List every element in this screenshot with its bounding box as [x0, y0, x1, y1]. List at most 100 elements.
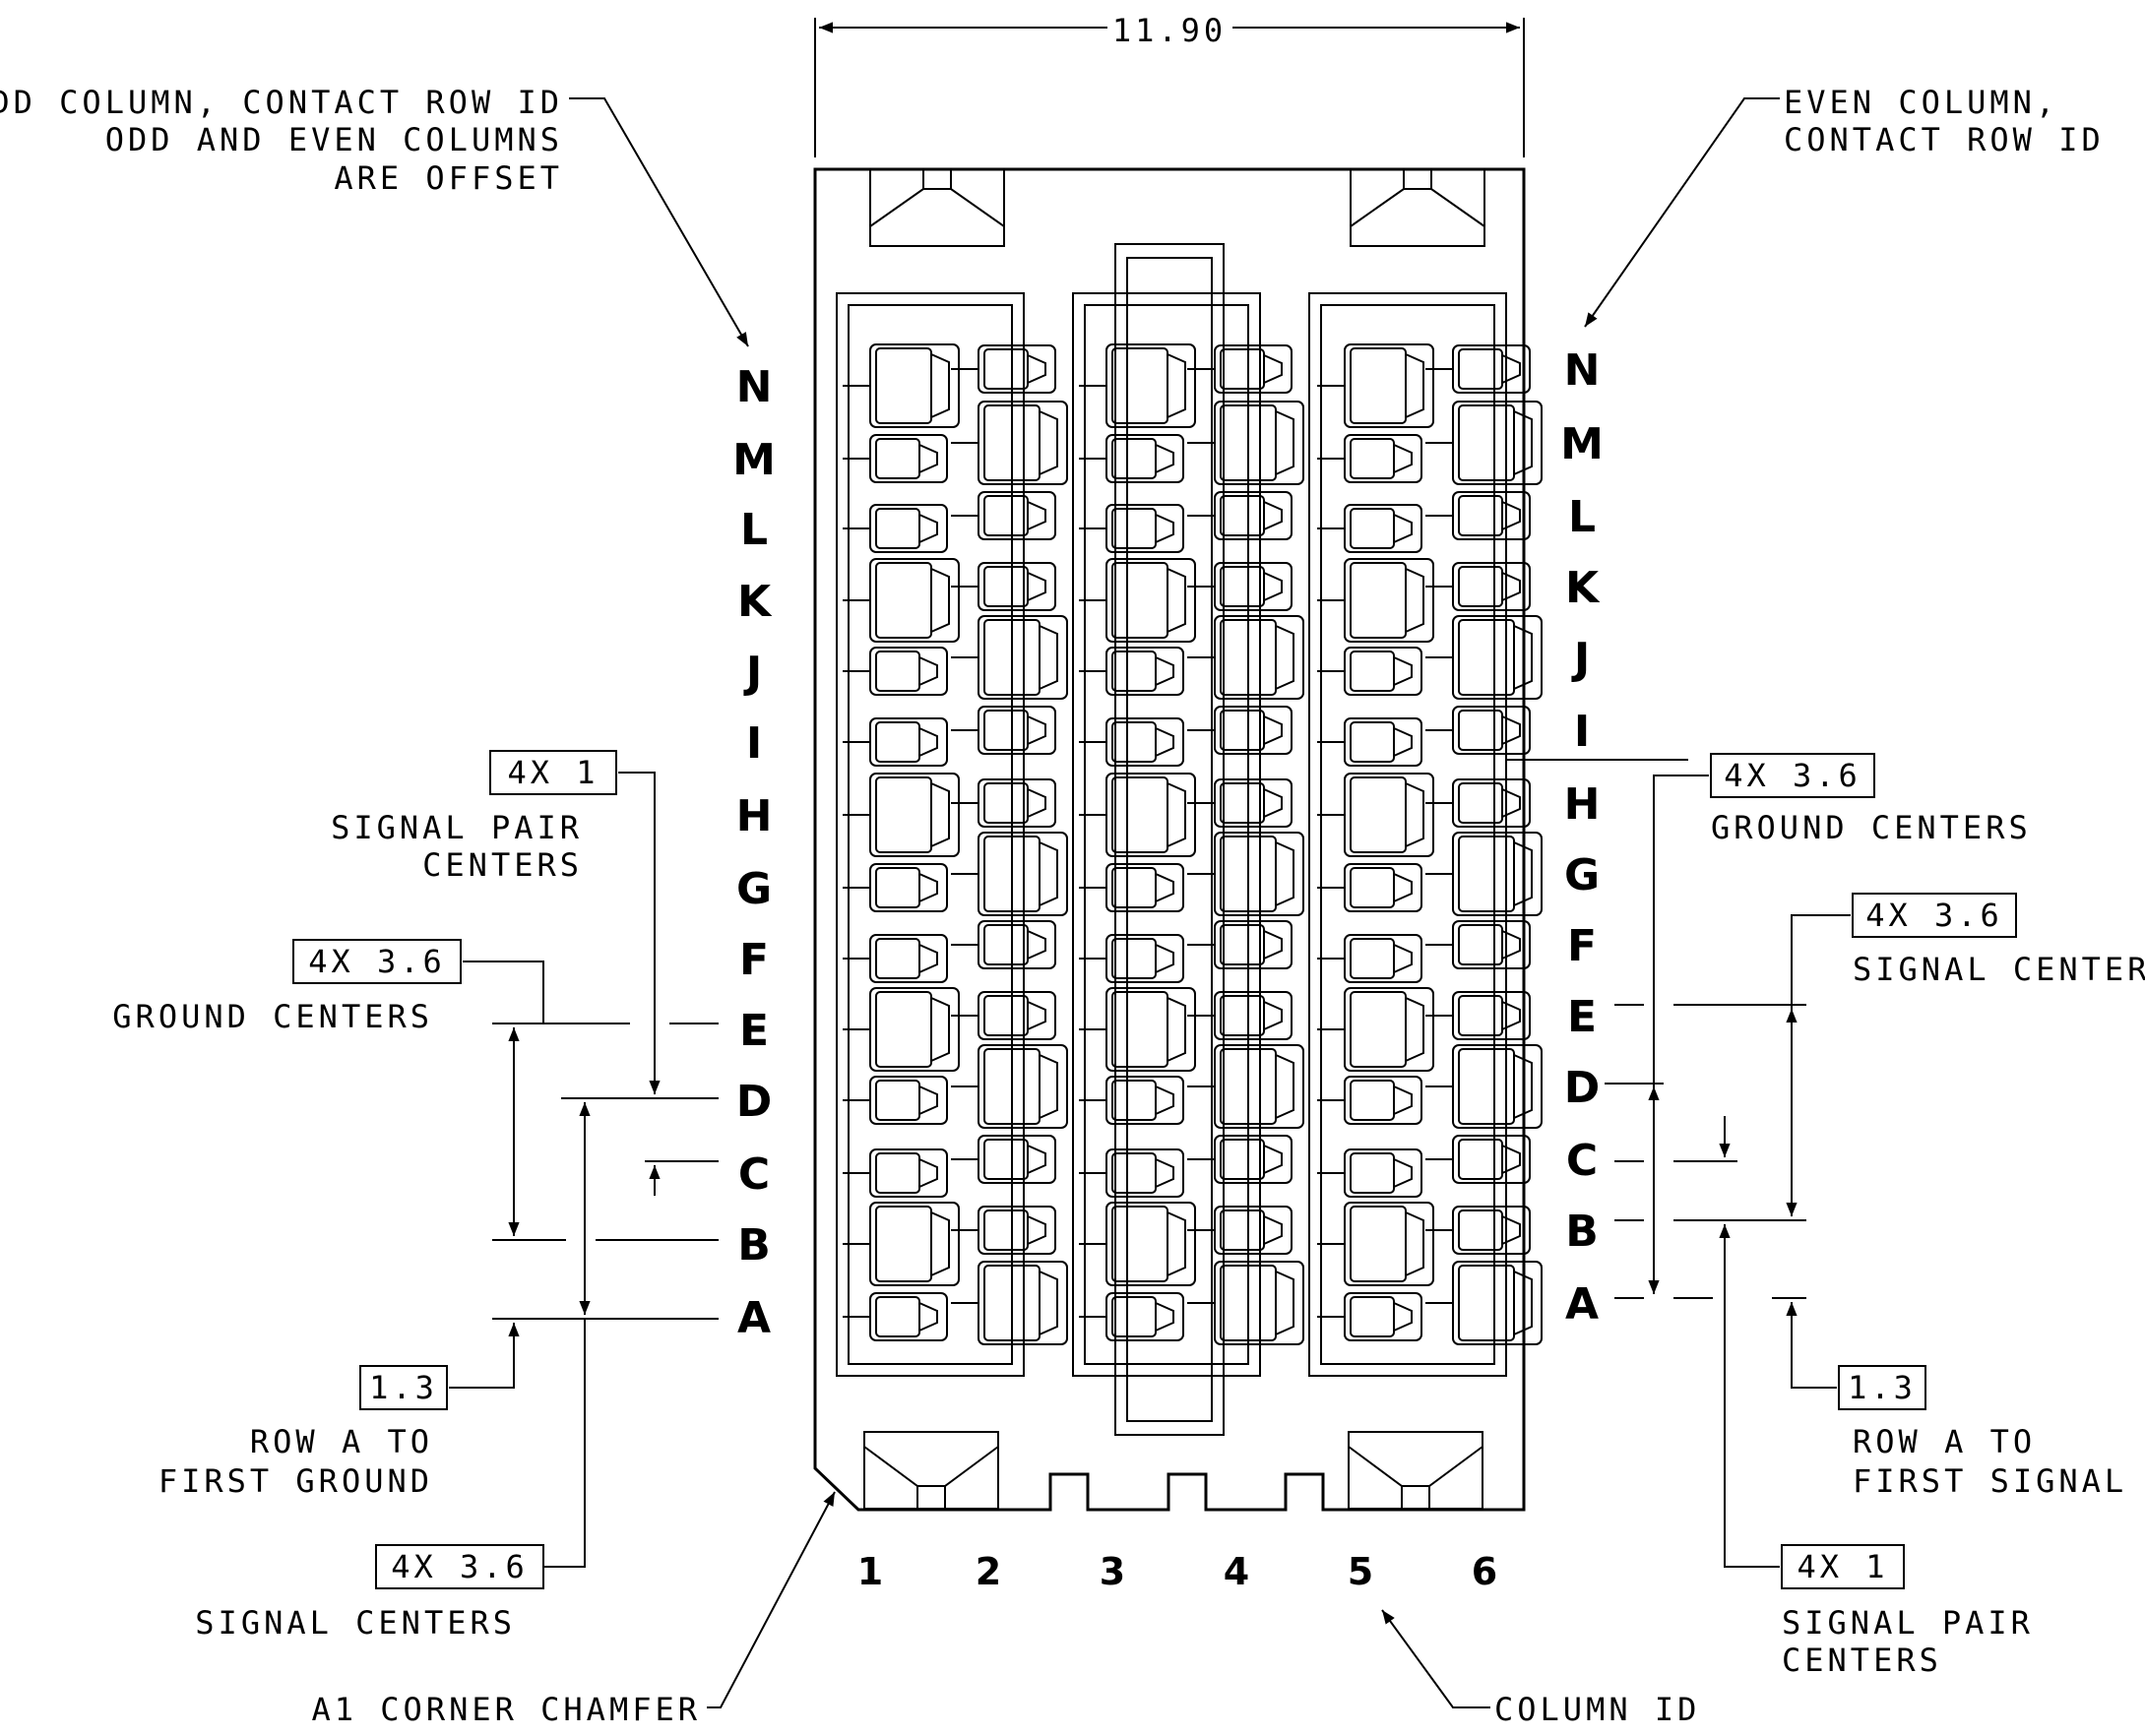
svg-text:4X 3.6: 4X 3.6 [391, 1548, 529, 1585]
chamfer-callout: A1 CORNER CHAMFER [311, 1491, 836, 1728]
right-dimensions [1506, 759, 1851, 1568]
column-pair-frame-inner [848, 304, 1013, 1365]
ground-contact [843, 1202, 960, 1286]
ground-contact [1317, 987, 1434, 1072]
ground-contact [843, 558, 960, 643]
column-pair-frame [836, 292, 1025, 1377]
svg-text:GROUND CENTERS: GROUND CENTERS [112, 998, 433, 1035]
column-id-label: 1 [857, 1550, 883, 1593]
even-column-callout: EVEN COLUMN, CONTACT ROW ID [1584, 84, 2101, 328]
row-id-label: K [1565, 563, 1601, 613]
row-id-label: G [736, 864, 772, 914]
signal-contact [1317, 717, 1422, 767]
svg-text:1.3: 1.3 [1848, 1369, 1917, 1406]
row-id-label: D [736, 1077, 773, 1127]
left-pair-dimension: 4X 1 SIGNAL PAIR CENTERS [331, 750, 617, 884]
signal-contact [951, 344, 1056, 394]
svg-text:SIGNAL CENTERS: SIGNAL CENTERS [195, 1604, 516, 1642]
column-id-label: 6 [1472, 1550, 1497, 1593]
svg-text:4X 1: 4X 1 [507, 754, 599, 791]
row-id-label: F [1567, 921, 1597, 971]
ground-contact [951, 401, 1068, 485]
housing-features [863, 168, 1485, 1510]
svg-text:GROUND CENTERS: GROUND CENTERS [1711, 809, 2032, 846]
ground-contact [1187, 832, 1304, 916]
row-id-label: K [737, 577, 773, 627]
signal-contact [1317, 1292, 1422, 1341]
signal-contact [1187, 562, 1293, 611]
ground-contact [1425, 615, 1543, 700]
signal-contact [1079, 504, 1184, 553]
signal-contact [1187, 1135, 1293, 1184]
ground-contact [1317, 343, 1434, 428]
ground-contact [1425, 832, 1543, 916]
row-id-label: L [740, 505, 768, 555]
row-id-label: E [739, 1006, 769, 1056]
ground-contact [1317, 773, 1434, 857]
signal-contact [951, 920, 1056, 969]
column-id-callout: COLUMN ID [1381, 1609, 1700, 1728]
column-id-label: 5 [1348, 1550, 1373, 1593]
ground-contact [1079, 773, 1196, 857]
ground-contact [1425, 1261, 1543, 1345]
signal-contact [951, 1206, 1056, 1255]
svg-text:ODD AND EVEN COLUMNS: ODD AND EVEN COLUMNS [105, 121, 563, 158]
contact-array [836, 292, 1543, 1377]
signal-contact [843, 1292, 948, 1341]
row-id-label: E [1567, 992, 1597, 1042]
svg-text:SIGNAL PAIR: SIGNAL PAIR [331, 809, 583, 846]
row-id-label: F [739, 935, 769, 985]
ground-contact [1187, 401, 1304, 485]
svg-text:1.3: 1.3 [369, 1369, 438, 1406]
svg-text:CENTERS: CENTERS [1782, 1642, 1942, 1679]
signal-contact [1425, 491, 1531, 540]
overall-width-dimension [814, 18, 1525, 157]
row-id-label: N [1564, 345, 1601, 396]
signal-contact [843, 934, 948, 983]
signal-contact [1187, 920, 1293, 969]
signal-contact [951, 1135, 1056, 1184]
signal-contact [1079, 1076, 1184, 1125]
svg-text:SIGNAL PAIR: SIGNAL PAIR [1782, 1604, 2034, 1642]
signal-contact [1187, 1206, 1293, 1255]
signal-contact [951, 991, 1056, 1040]
svg-text:ODD COLUMN, CONTACT ROW ID: ODD COLUMN, CONTACT ROW ID [0, 84, 563, 121]
row-id-label: B [1565, 1207, 1599, 1257]
row-id-label: B [737, 1220, 771, 1271]
ground-contact [951, 832, 1068, 916]
row-id-label: A [737, 1293, 771, 1343]
signal-contact [1187, 344, 1293, 394]
svg-text:ROW A TO: ROW A TO [250, 1423, 433, 1460]
ground-contact [843, 987, 960, 1072]
ground-contact [1079, 558, 1196, 643]
ground-contact [1187, 1261, 1304, 1345]
signal-contact [1187, 991, 1293, 1040]
left-dimensions [449, 772, 719, 1568]
svg-text:FIRST SIGNAL: FIRST SIGNAL [1853, 1462, 2127, 1500]
signal-contact [1187, 491, 1293, 540]
svg-text:COLUMN ID: COLUMN ID [1494, 1691, 1700, 1728]
row-id-label: M [1560, 419, 1604, 469]
ground-contact [951, 1261, 1068, 1345]
left-row-a-dimension: 1.3 ROW A TO FIRST GROUND [158, 1365, 448, 1500]
signal-contact [843, 647, 948, 696]
column-id-label: 3 [1100, 1550, 1125, 1593]
row-id-label: C [738, 1149, 770, 1200]
row-id-label: L [1568, 492, 1596, 542]
ground-contact [1079, 1202, 1196, 1286]
right-pair-dimension: 4X 1 SIGNAL PAIR CENTERS [1781, 1544, 2034, 1679]
signal-contact [951, 706, 1056, 755]
left-signal-dimension: 4X 3.6 SIGNAL CENTERS [195, 1544, 544, 1642]
signal-contact [1317, 504, 1422, 553]
signal-contact [843, 863, 948, 912]
signal-contact [843, 1148, 948, 1198]
ground-contact [843, 343, 960, 428]
svg-text:ROW A TO: ROW A TO [1853, 1423, 2036, 1460]
ground-contact [1079, 343, 1196, 428]
svg-text:4X 3.6: 4X 3.6 [1724, 757, 1861, 794]
signal-contact [843, 504, 948, 553]
signal-contact [1317, 934, 1422, 983]
row-id-label: G [1564, 850, 1600, 900]
